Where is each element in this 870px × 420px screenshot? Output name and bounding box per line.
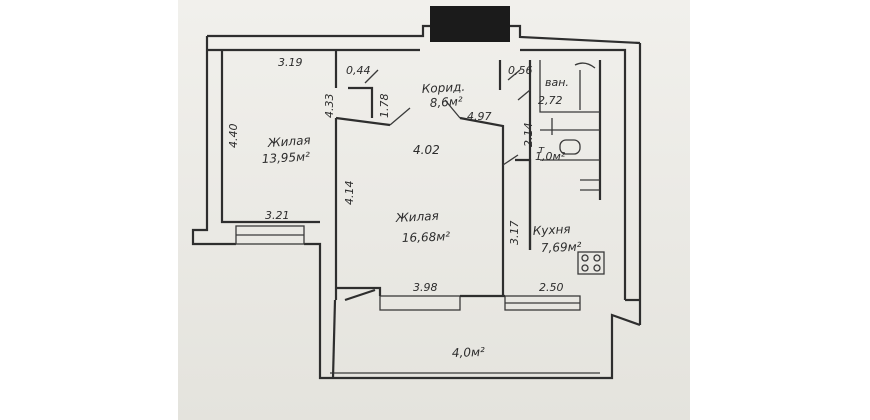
living2-name: Жилая <box>394 209 439 225</box>
outer-walls <box>191 24 642 380</box>
interior-walls <box>334 50 605 302</box>
bath-name: ван. <box>545 76 569 89</box>
dim-317: 3.17 <box>508 221 521 246</box>
living1-area: 13,95м² <box>261 149 310 166</box>
dim-250: 2.50 <box>539 281 564 294</box>
toilet-name: т <box>538 143 545 156</box>
floor-plan-photo <box>178 0 690 420</box>
dim-402: 4.02 <box>413 143 440 157</box>
bath-dim: 2,72 <box>538 94 563 107</box>
corridor-name: Корид. <box>421 80 465 96</box>
dim-414: 4.14 <box>343 181 356 206</box>
dim-440: 4.40 <box>227 124 240 149</box>
doors <box>364 69 531 166</box>
dim-178: 1.78 <box>378 94 391 119</box>
dim-214: 2.14 <box>522 123 535 148</box>
dim-321: 3.21 <box>265 209 290 222</box>
redaction-block <box>430 6 510 42</box>
dim-319: 3.19 <box>278 56 303 69</box>
dim-056: 0,56 <box>508 64 533 77</box>
corridor-area: 8,6м² <box>429 94 463 110</box>
balcony-area: 4,0м² <box>452 345 486 360</box>
kitchen-name: Кухня <box>532 222 570 238</box>
toilet-area: 1,0м² <box>535 150 566 163</box>
dim-044: 0,44 <box>346 64 371 77</box>
living1-name: Жилая <box>266 133 311 150</box>
kitchen-area: 7,69м² <box>541 240 582 255</box>
dim-433: 4.33 <box>323 94 336 119</box>
windows <box>235 225 581 311</box>
living2-area: 16,68м² <box>402 229 451 245</box>
dim-398: 3.98 <box>413 281 438 294</box>
dim-497: 4.97 <box>467 110 492 123</box>
